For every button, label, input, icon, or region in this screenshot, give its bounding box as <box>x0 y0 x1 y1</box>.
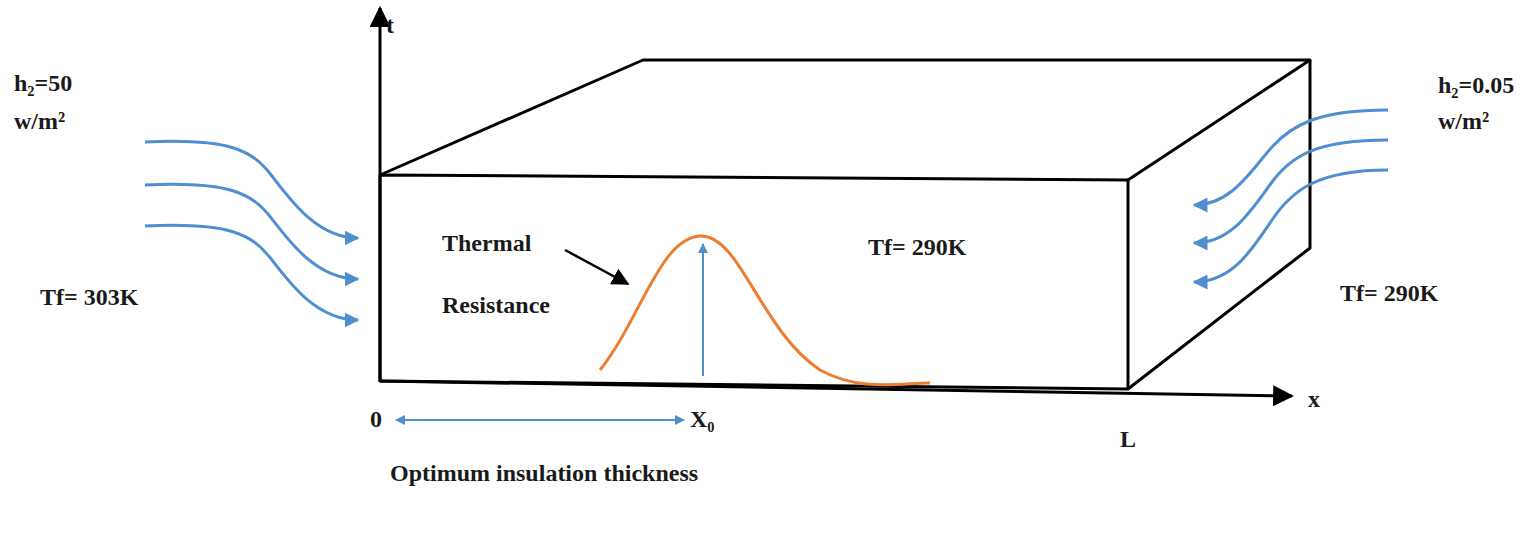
unit-label: w/m² <box>14 108 65 136</box>
coefficient-label: h₂=50 <box>14 70 72 98</box>
axis-name: t <box>386 12 394 40</box>
temperature-label: Tf= 290K <box>868 234 966 262</box>
flow-arrow <box>1194 140 1388 243</box>
right-convection-arrows <box>1194 110 1388 282</box>
unit-label: w/m² <box>1438 108 1489 136</box>
flow-arrow <box>1194 170 1388 282</box>
curve-label: Thermal Resistance <box>442 212 562 336</box>
temperature-label: Tf= 290K <box>1340 280 1438 308</box>
annotation-label: Optimum insulation thickness <box>390 460 710 488</box>
flow-arrow <box>1194 110 1388 205</box>
axis-tick: X₀ <box>690 406 715 434</box>
pointer-arrow <box>565 250 628 284</box>
axis-name: x <box>1308 386 1320 414</box>
axis-tick: L <box>1120 426 1136 454</box>
thickness-dimension <box>396 419 684 421</box>
flow-arrow <box>145 184 358 279</box>
slab-side-face <box>1128 60 1310 389</box>
peak-arrow <box>702 244 704 376</box>
left-convection-arrows <box>145 141 358 320</box>
slab-front-face <box>380 175 1128 389</box>
flow-arrow <box>145 141 358 238</box>
slab-top-face <box>380 60 1310 180</box>
flow-arrow <box>145 225 358 320</box>
coefficient-label: h₂=0.05 <box>1438 72 1514 100</box>
temperature-label: Tf= 303K <box>40 284 138 312</box>
axis-tick: 0 <box>370 406 382 434</box>
